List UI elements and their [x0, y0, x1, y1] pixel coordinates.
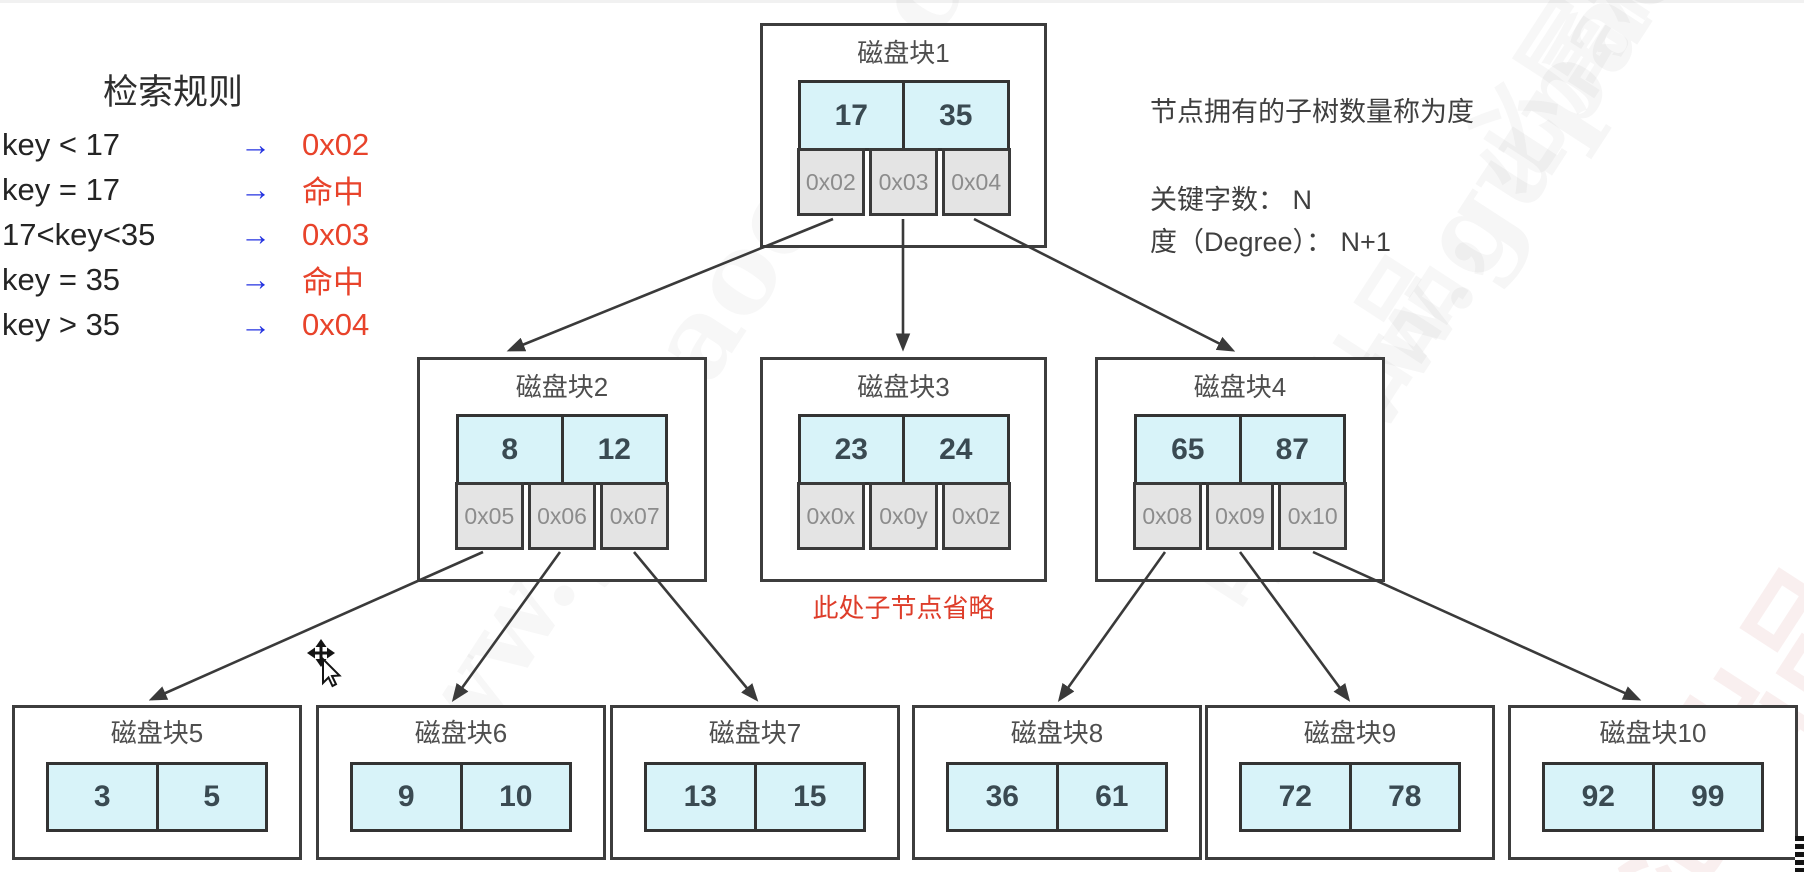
disk-block-4-title: 磁盘块4: [1193, 372, 1287, 402]
rule-row: key < 17 → 0x02: [2, 122, 369, 167]
degree-note-line1: 节点拥有的子树数量称为度: [1150, 97, 1474, 127]
key-row: 9 10: [350, 762, 572, 832]
key-row: 17 35: [797, 80, 1010, 151]
key-cell: 15: [756, 762, 866, 832]
pointer-cell: 0x07: [600, 482, 670, 550]
move-cursor-icon: [307, 639, 342, 688]
pointer-cell: 0x0y: [869, 482, 938, 550]
key-cell: 24: [905, 414, 1010, 485]
pointer-cell: 0x08: [1133, 482, 1202, 550]
key-cell: 65: [1134, 414, 1242, 485]
arrow-right-icon: →: [240, 306, 271, 342]
disk-block-4: 磁盘块4 65 87 0x08 0x09 0x10: [1095, 357, 1385, 582]
key-cell: 87: [1241, 414, 1346, 485]
disk-block-2-title: 磁盘块2: [515, 372, 609, 402]
key-row: 65 87: [1134, 414, 1346, 485]
degree-note: 节点拥有的子树数量称为度 关键字数： N 度（Degree）： N+1: [1150, 90, 1474, 263]
key-cell: 92: [1542, 762, 1655, 832]
pointer-cell: 0x05: [455, 482, 524, 550]
pointer-row: 0x08 0x09 0x10: [1133, 482, 1348, 550]
disk-block-3: 磁盘块3 23 24 0x0x 0x0y 0x0z: [760, 357, 1047, 582]
rule-condition: key = 35: [2, 261, 121, 297]
arrow-right-icon: →: [240, 126, 271, 162]
pointer-row: 0x02 0x03 0x04: [796, 148, 1011, 216]
pointer-cell: 0x04: [941, 148, 1011, 216]
key-cell: 3: [46, 762, 159, 832]
key-cell: 36: [946, 762, 1059, 832]
disk-block-6-title: 磁盘块6: [414, 718, 508, 748]
rule-result: 0x02: [302, 126, 370, 162]
pointer-cell: 0x09: [1205, 482, 1275, 550]
key-row: 72 78: [1239, 762, 1461, 832]
disk-block-10-title: 磁盘块10: [1599, 718, 1707, 748]
disk-block-8: 磁盘块8 36 61: [912, 705, 1202, 860]
disk-block-1-title: 磁盘块1: [857, 38, 950, 68]
disk-block-9-title: 磁盘块9: [1303, 718, 1397, 748]
disk-block-3-title: 磁盘块3: [857, 372, 950, 402]
rule-condition: 17<key<35: [2, 216, 156, 252]
rule-result: 0x03: [302, 216, 370, 252]
disk-block-7-title: 磁盘块7: [708, 718, 802, 748]
disk-block-9: 磁盘块9 72 78: [1205, 705, 1495, 860]
rule-condition: key > 35: [2, 306, 121, 342]
screen-edge-artifact: [1795, 836, 1804, 872]
pointer-cell: 0x02: [796, 148, 866, 216]
disk-block-7: 磁盘块7 13 15: [610, 705, 900, 860]
key-cell: 72: [1239, 762, 1352, 832]
pointer-row: 0x0x 0x0y 0x0z: [796, 482, 1011, 550]
rule-row: key > 35 → 0x04: [2, 302, 369, 347]
disk-block-1: 磁盘块1 17 35 0x02 0x03 0x04: [760, 23, 1047, 248]
key-cell: 5: [158, 762, 268, 832]
pointer-cell: 0x06: [527, 482, 597, 550]
key-row: 92 99: [1542, 762, 1764, 832]
disk-block-8-title: 磁盘块8: [1010, 718, 1104, 748]
pointer-cell: 0x03: [869, 148, 938, 216]
key-cell: 99: [1654, 762, 1764, 832]
key-row: 8 12: [456, 414, 668, 485]
key-cell: 35: [905, 80, 1010, 151]
key-cell: 13: [644, 762, 757, 832]
arrow-right-icon: →: [240, 216, 271, 252]
rule-condition: key = 17: [2, 171, 121, 207]
key-cell: 17: [797, 80, 905, 151]
key-cell: 23: [797, 414, 905, 485]
arrow-right-icon: →: [240, 261, 271, 297]
key-row: 23 24: [797, 414, 1010, 485]
disk-block-2: 磁盘块2 8 12 0x05 0x06 0x07: [417, 357, 707, 582]
rule-result: 0x04: [302, 306, 370, 342]
key-cell: 78: [1351, 762, 1461, 832]
rule-row: 17<key<35 → 0x03: [2, 212, 369, 257]
pointer-row: 0x05 0x06 0x07: [455, 482, 670, 550]
rule-row: key = 35 → 命中: [2, 257, 369, 302]
key-cell: 61: [1058, 762, 1168, 832]
key-row: 36 61: [946, 762, 1168, 832]
degree-note-line2: 关键字数： N: [1150, 185, 1312, 215]
degree-note-line3: 度（Degree）： N+1: [1150, 227, 1391, 257]
children-omitted-note: 此处子节点省略: [812, 593, 995, 623]
arrow-right-icon: →: [240, 171, 271, 207]
key-cell: 10: [462, 762, 572, 832]
rule-condition: key < 17: [2, 126, 121, 162]
pointer-cell: 0x0z: [941, 482, 1011, 550]
rules-list: key < 17 → 0x02 key = 17 → 命中 17<key<35 …: [2, 122, 369, 347]
rule-result: 命中: [302, 175, 364, 210]
key-cell: 9: [350, 762, 463, 832]
disk-block-6: 磁盘块6 9 10: [316, 705, 606, 860]
slide-top-edge: [0, 0, 1804, 3]
key-cell: 8: [456, 414, 564, 485]
key-row: 3 5: [46, 762, 268, 832]
key-row: 13 15: [644, 762, 866, 832]
rules-title: 检索规则: [103, 73, 244, 112]
disk-block-5: 磁盘块5 3 5: [12, 705, 302, 860]
pointer-cell: 0x0x: [796, 482, 866, 550]
disk-block-10: 磁盘块10 92 99: [1508, 705, 1798, 860]
rule-result: 命中: [302, 265, 364, 300]
disk-block-5-title: 磁盘块5: [110, 718, 204, 748]
pointer-cell: 0x10: [1278, 482, 1348, 550]
key-cell: 12: [563, 414, 668, 485]
rule-row: key = 17 → 命中: [2, 167, 369, 212]
